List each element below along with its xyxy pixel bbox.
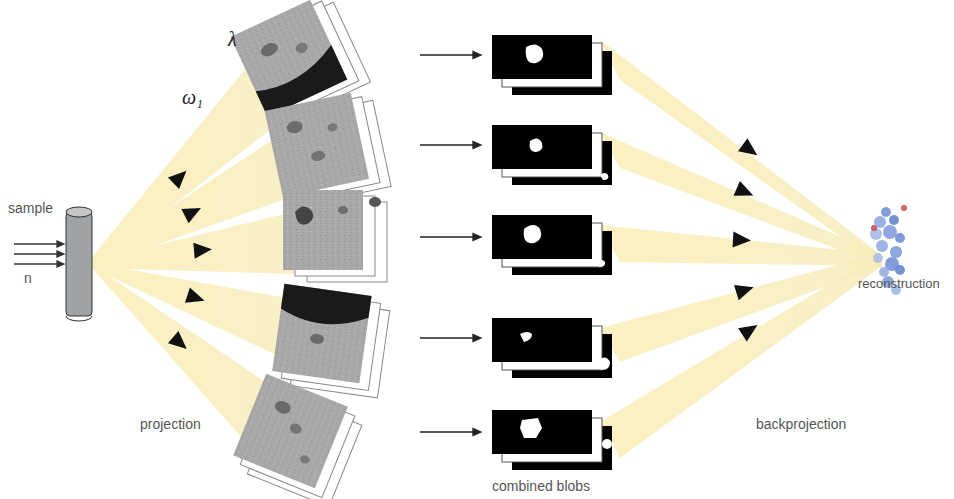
- direction-marker: [168, 165, 213, 355]
- wavelength-symbol: λ: [228, 28, 237, 51]
- projection-stack: [229, 374, 367, 499]
- reconstruction-volume: [846, 198, 954, 310]
- angle-symbol: ω₁: [182, 86, 203, 109]
- incoming-beam-arrows: [14, 241, 64, 267]
- projection-stack: [283, 190, 387, 282]
- blob-stack: [492, 318, 612, 378]
- stage-label: combined blobs: [492, 478, 590, 494]
- node-label: sample: [8, 200, 53, 216]
- direction-marker: [733, 138, 762, 341]
- blob-stack: [492, 410, 612, 470]
- blob-stack: [492, 215, 612, 275]
- stage-label: projection: [140, 416, 201, 432]
- sample-cylinder: sample: [6, 200, 98, 326]
- stage-label: backprojection: [756, 416, 846, 432]
- node-label: reconstruction: [858, 276, 940, 291]
- projection-stack: [271, 284, 392, 398]
- reconstruction-volume: reconstruction: [846, 198, 954, 310]
- processing-arrows: [420, 52, 481, 436]
- blob-stack: [492, 125, 612, 185]
- sample-cylinder: [6, 200, 98, 326]
- neutron-label: n: [24, 270, 32, 286]
- backprojection-beams: [600, 40, 882, 458]
- blob-stack: [492, 35, 612, 95]
